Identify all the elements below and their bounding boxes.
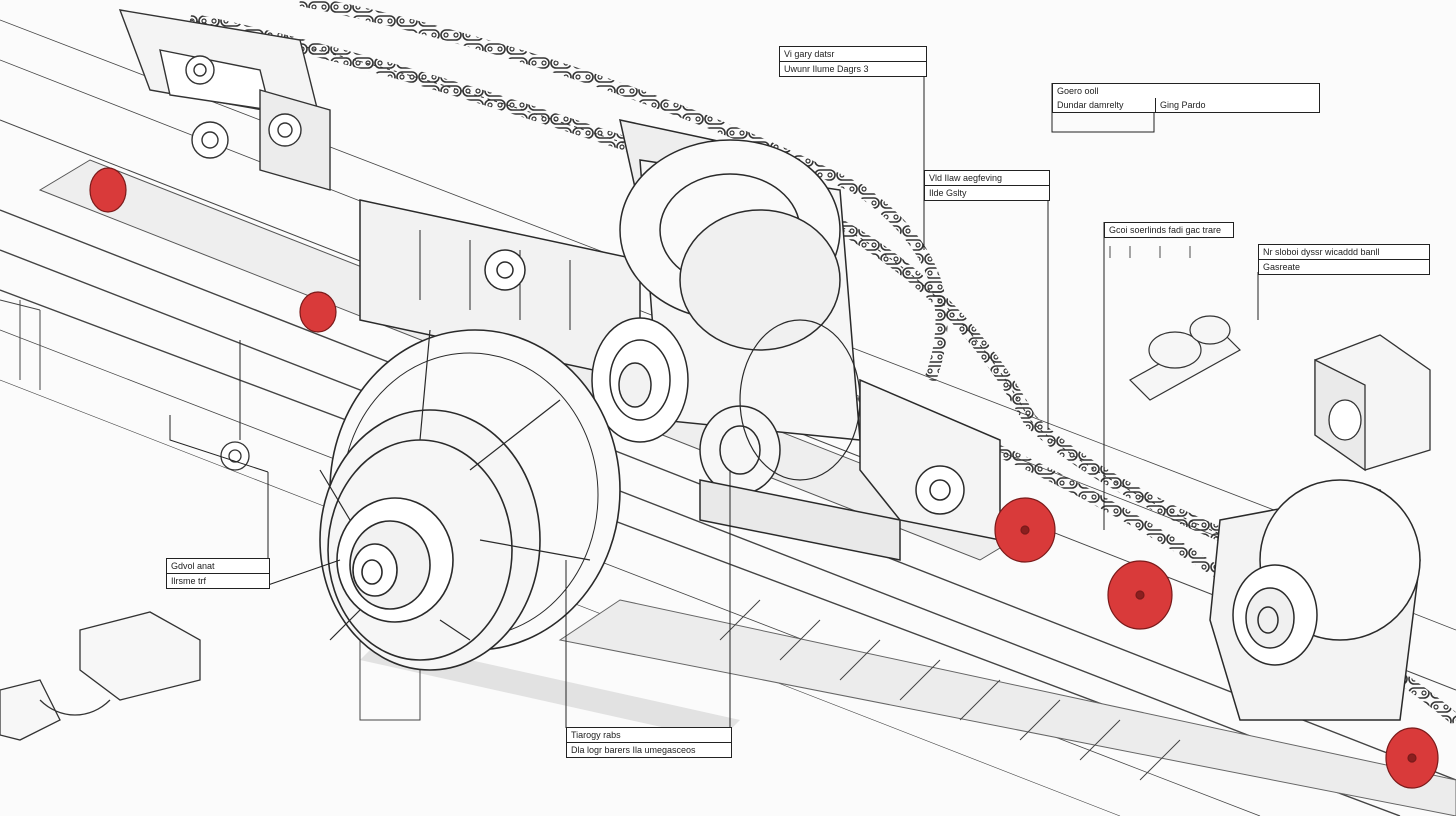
callout-2-split-row: Dundar damrelty Ging Pardo: [1053, 98, 1319, 112]
callout-box-2: Goero ooll Dundar damrelty Ging Pardo: [1052, 83, 1320, 113]
callout-5-line-2: Gasreate: [1259, 259, 1429, 274]
shaft-coupling: [1129, 315, 1241, 401]
sensor-block: [1314, 334, 1431, 472]
callout-box-3: Vld Ilaw aegfeving Ilde Gslty: [924, 170, 1050, 201]
callout-7-line-1: Tiarogy rabs: [571, 730, 621, 740]
upper-motor-housing: [118, 9, 331, 191]
callout-box-6: Gdvol anat Ilrsme trf: [166, 558, 270, 589]
callout-3-line-2: Ilde Gslty: [925, 185, 1049, 200]
callout-box-5: Nr sloboi dyssr wicaddd banll Gasreate: [1258, 244, 1430, 275]
callout-7-line-2: Dla logr barers Ila umegasceos: [567, 742, 731, 757]
callout-box-1: Vi gary datsr Uwunr Ilume Dagrs 3: [779, 46, 927, 77]
callout-1-line-1: Vi gary datsr: [784, 49, 835, 59]
callout-5-line-1: Nr sloboi dyssr wicaddd banll: [1263, 247, 1380, 257]
mounting-bracket: [0, 441, 250, 741]
callout-2-cell-2: Ging Pardo: [1155, 98, 1210, 112]
callout-2-line-1: Goero ooll: [1057, 86, 1099, 96]
callout-box-7: Tiarogy rabs Dla logr barers Ila umegasc…: [566, 727, 732, 758]
right-drum-motor: [1209, 479, 1421, 721]
callout-box-4: Gcoi soerlinds fadi gac trare: [1104, 222, 1234, 238]
callout-6-line-1: Gdvol anat: [171, 561, 215, 571]
red-roller: [89, 167, 127, 213]
callout-2-cell-1: Dundar damrelty: [1057, 100, 1124, 110]
callout-3-line-1: Vld Ilaw aegfeving: [929, 173, 1003, 183]
red-idler-rollers: [89, 167, 1439, 789]
callout-4-line-1: Gcoi soerlinds fadi gac trare: [1109, 225, 1222, 235]
red-roller: [299, 291, 337, 333]
callout-6-line-2: Ilrsme trf: [167, 573, 269, 588]
main-sprocket-wheel: [319, 329, 621, 671]
callout-leader-lines: [169, 46, 1259, 728]
callout-1-line-2: Uwunr Ilume Dagrs 3: [780, 61, 926, 76]
